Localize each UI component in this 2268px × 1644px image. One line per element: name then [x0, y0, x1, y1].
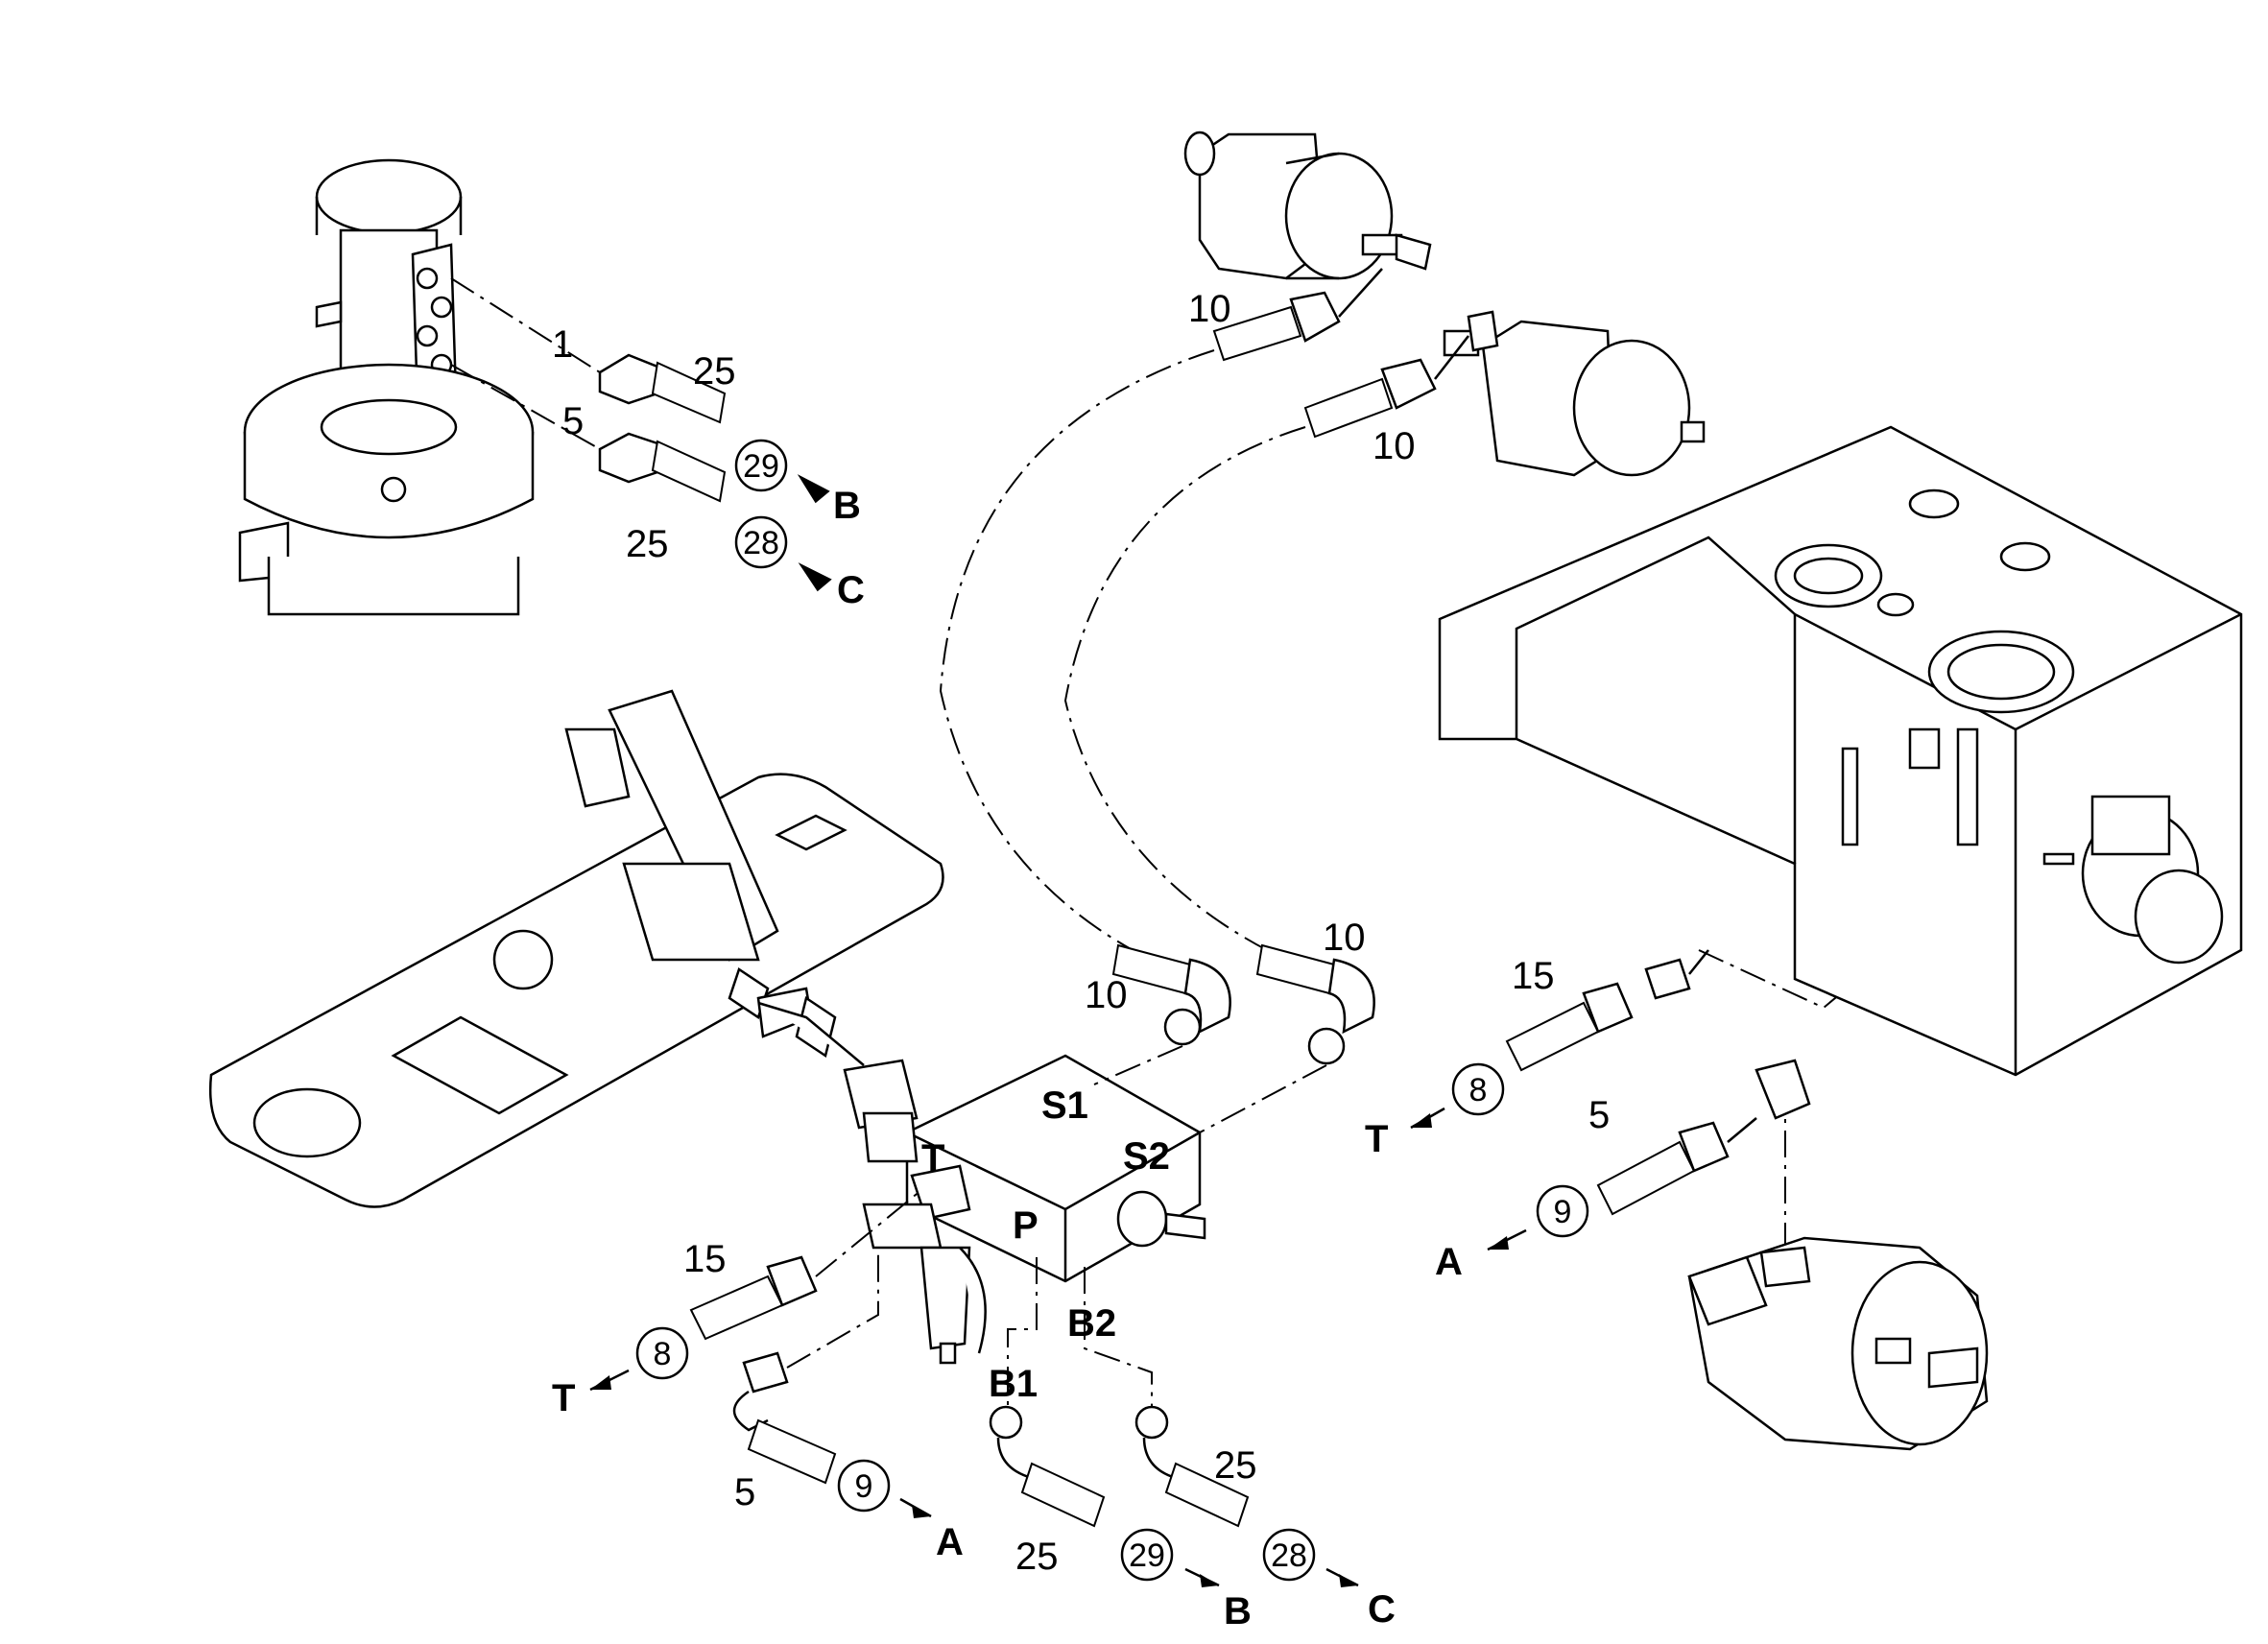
- port-B1: B1: [989, 1363, 1038, 1405]
- hose-15-left: [689, 1255, 818, 1341]
- label-B-bottom: B: [1224, 1590, 1252, 1632]
- callout-10-d: 10: [1323, 917, 1366, 959]
- callout-15-left: 15: [683, 1238, 727, 1280]
- hose-25-b2: [1134, 1405, 1250, 1528]
- port-S1: S1: [1041, 1084, 1088, 1127]
- hose-10-motor-lower: [1303, 358, 1437, 439]
- rotary-joint: [238, 158, 535, 616]
- arrow-a-left: [912, 1505, 931, 1518]
- circle-label-29-bottom: 29: [1129, 1537, 1165, 1574]
- label-A-right: A: [1435, 1241, 1463, 1283]
- arrow-b-bottom: [1200, 1574, 1219, 1587]
- circle-9-right: [1536, 1184, 1589, 1238]
- arrow-t-left: [590, 1375, 611, 1390]
- label-C-bottom: C: [1368, 1588, 1396, 1631]
- arrow-t-right: [1411, 1113, 1432, 1128]
- motor-upper: [1183, 131, 1432, 280]
- circle-label-9-right: 9: [1554, 1194, 1572, 1230]
- callout-25-b2: 25: [1214, 1444, 1257, 1487]
- port-B2: B2: [1067, 1302, 1116, 1345]
- circle-8-left: [635, 1326, 689, 1380]
- circle-9-left: [837, 1459, 891, 1513]
- hose-10-motor-upper: [1212, 291, 1341, 362]
- label-T-right: T: [1365, 1118, 1388, 1160]
- port-P: P: [1013, 1204, 1039, 1247]
- circle-28-top: [734, 515, 788, 569]
- callout-10-b: 10: [1373, 425, 1416, 467]
- callout-5-left: 5: [734, 1471, 755, 1513]
- hose-15-right: [1505, 958, 1691, 1072]
- label-C-top: C: [837, 569, 865, 611]
- label-B-top: B: [833, 485, 861, 527]
- callout-25-upper: 25: [693, 350, 736, 393]
- hose-25-lower: [598, 432, 727, 503]
- tank-unit: [1438, 425, 2243, 1077]
- circle-28-bottom: [1262, 1528, 1316, 1582]
- arrow-c-top: [798, 562, 832, 592]
- callout-25-b1: 25: [1015, 1536, 1059, 1578]
- callout-5-right: 5: [1588, 1094, 1610, 1136]
- callout-5: 5: [562, 400, 584, 442]
- hose-10-valve-right: [1255, 943, 1375, 1065]
- circle-label-8-right: 8: [1469, 1072, 1488, 1108]
- port-S2: S2: [1123, 1135, 1170, 1178]
- arrow-a-right: [1488, 1236, 1509, 1250]
- circle-8-right: [1451, 1062, 1505, 1116]
- port-T: T: [921, 1137, 944, 1179]
- hose-10-valve-left: [1111, 943, 1231, 1046]
- pedal: [564, 689, 837, 1059]
- circle-label-9-left: 9: [855, 1468, 873, 1505]
- callout-15-right: 15: [1512, 955, 1555, 997]
- arrow-c-bottom: [1339, 1574, 1358, 1587]
- hose-5-right: [1596, 1059, 1811, 1216]
- pedal-plate: [209, 773, 944, 1208]
- arrow-b-top: [797, 474, 830, 504]
- motor-lower: [1443, 310, 1706, 477]
- circle-29-bottom: [1120, 1528, 1174, 1582]
- pump: [1687, 1236, 1989, 1451]
- label-A-left: A: [936, 1521, 964, 1563]
- callout-1: 1: [552, 323, 573, 366]
- callout-10-c: 10: [1085, 974, 1128, 1016]
- valve-block: [757, 1001, 1206, 1365]
- circle-29-top: [734, 439, 788, 492]
- callout-25-lower: 25: [626, 523, 669, 565]
- circle-label-29-top: 29: [743, 448, 779, 485]
- callout-10-a: 10: [1188, 288, 1231, 330]
- hose-25-b1: [989, 1405, 1106, 1528]
- label-T-left: T: [552, 1377, 575, 1419]
- circle-label-28-bottom: 28: [1271, 1537, 1307, 1574]
- circle-label-8-left: 8: [654, 1336, 672, 1372]
- circle-label-28-top: 28: [743, 525, 779, 561]
- hose-5-left: [732, 1351, 837, 1485]
- hose-25-upper: [598, 353, 727, 424]
